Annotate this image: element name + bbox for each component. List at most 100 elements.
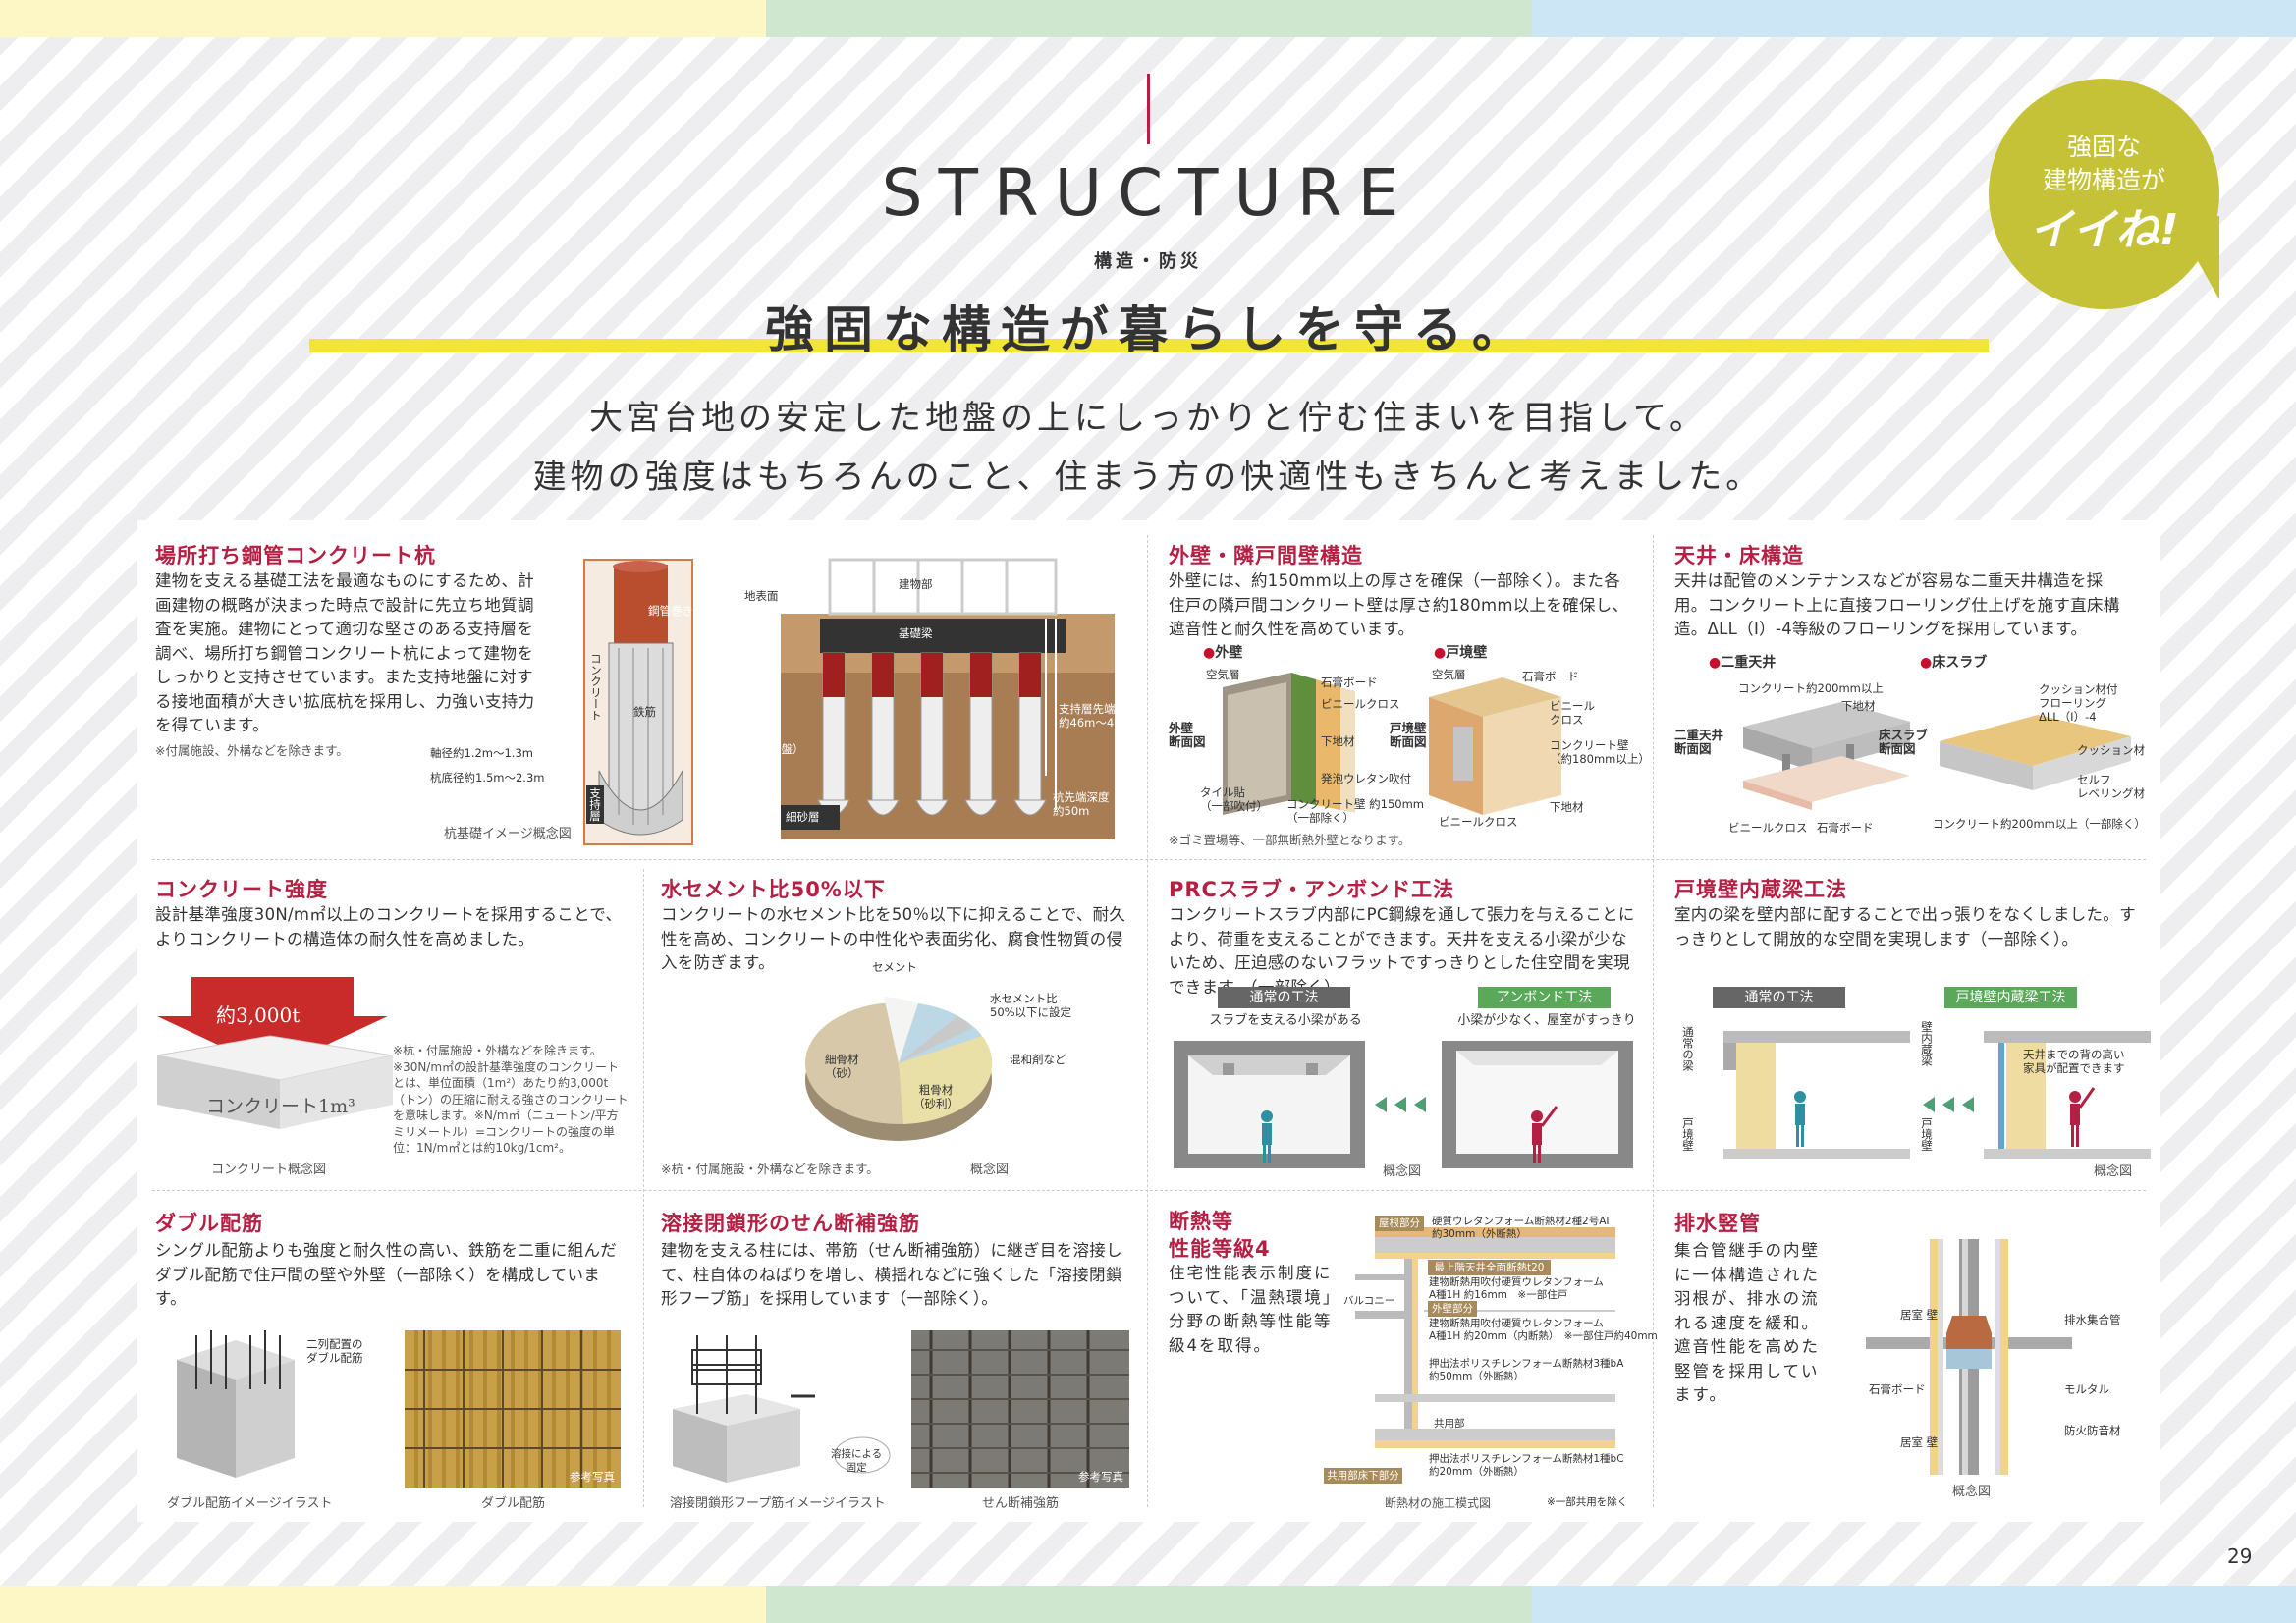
pile-diagram bbox=[583, 558, 1115, 845]
insul-title: 断熱等 性能等級4 bbox=[1169, 1210, 1271, 1261]
beam-diagram bbox=[1723, 1031, 2151, 1159]
ceiling-part-r3: セルフ レベリング材 bbox=[2077, 773, 2145, 800]
insul-body: 住宅性能表示制度について、「温熱環境」分野の断熱等性能等級4を取得。 bbox=[1169, 1264, 1334, 1355]
badge-line-2: 建物構造が bbox=[2042, 166, 2165, 194]
hoop-rebar-grid bbox=[911, 1330, 1129, 1488]
insul-balcony: バルコニー bbox=[1343, 1295, 1395, 1307]
ceiling-diagram bbox=[1743, 702, 2131, 810]
beam-caption: 概念図 bbox=[2094, 1164, 2133, 1179]
hoop-photo: 参考写真 bbox=[911, 1330, 1129, 1488]
wall-ext-label-text: 外壁 bbox=[1215, 645, 1243, 661]
bullet-icon: ● bbox=[1709, 655, 1722, 671]
divider-v-3 bbox=[1653, 535, 1654, 1507]
wall-ext-section: 外壁 断面図 bbox=[1169, 721, 1206, 749]
pile-label-building: 建物部 bbox=[899, 577, 933, 591]
wall-ext-part-3: ビニールクロス bbox=[1321, 697, 1400, 711]
top-bar-yellow bbox=[0, 0, 766, 37]
wall-party-part-4: コンクリート壁 （約180mm以上） bbox=[1550, 738, 1650, 766]
ceiling-floor-label: ●床スラブ bbox=[1920, 652, 1987, 672]
insul-text-3: 建物断熱用吹付硬質ウレタンフォーム A種1H 約20mm（内断熱） ※一部住戸約… bbox=[1429, 1318, 1658, 1342]
drain-title: 排水竪管 bbox=[1674, 1212, 1761, 1235]
page-number: 29 bbox=[2227, 1544, 2253, 1568]
drain-label-3: 石膏ボード bbox=[1869, 1382, 1926, 1396]
concrete-body: 設計基準強度30N/m㎡以上のコンクリートを採用することで、よりコンクリートの構… bbox=[155, 905, 623, 948]
insul-note: ※一部共用を除く bbox=[1547, 1496, 1628, 1508]
wall-party-part-6: ビニールクロス bbox=[1439, 815, 1518, 829]
wall-diagram bbox=[1223, 673, 1561, 815]
ceiling-double-section: 二重天井 断面図 bbox=[1674, 728, 1724, 756]
wall-body: 外壁には、約150mm以上の厚さを確保（一部除く）。また各住戸の隣戸間コンクリー… bbox=[1169, 571, 1629, 638]
ceiling-body: 天井は配管のメンテナンスなどが容易な二重天井構造を採用。コンクリート上に直接フロ… bbox=[1674, 571, 2120, 638]
wall-ext-part-6: タイル貼 （一部吹付） bbox=[1200, 785, 1268, 813]
pile-label-concrete: コンクリート bbox=[589, 653, 603, 721]
wall-note: ※ゴミ置場等、一部無断熱外壁となります。 bbox=[1169, 833, 1411, 847]
ceiling-part-r1: クッション材付 フローリング ΔLL（Ⅰ）-4 bbox=[2039, 682, 2118, 724]
hoop-body: 建物を支える柱には、帯筋（せん断補強筋）に継ぎ目を溶接して、柱自体のねばりを増し… bbox=[661, 1241, 1122, 1308]
insul-text-2: 建物断熱用吹付硬質ウレタンフォーム A種1H 約16mm ※一部住戸 bbox=[1429, 1276, 1604, 1301]
wall-party-label: ●戸境壁 bbox=[1434, 642, 1487, 662]
prc-title: PRCスラブ・アンボンド工法 bbox=[1169, 878, 1455, 901]
cement-label-coarse: 粗骨材 （砂利） bbox=[913, 1083, 958, 1110]
drain-caption: 概念図 bbox=[1952, 1485, 1992, 1499]
wall-party-part-1: 空気層 bbox=[1432, 668, 1466, 681]
pile-label-base: 杭底径約1.5m〜2.3m bbox=[430, 771, 545, 784]
cement-body: コンクリートの水セメント比を50％以下に抑えることで、耐久性を高め、コンクリート… bbox=[661, 905, 1126, 972]
wall-party-part-5: 下地材 bbox=[1550, 800, 1584, 814]
insul-diagram bbox=[1355, 1227, 1615, 1448]
divider-h-2 bbox=[152, 1190, 2146, 1191]
insul-tag-wall: 外壁部分 bbox=[1428, 1301, 1477, 1317]
hoop-illustration bbox=[673, 1335, 891, 1483]
pile-label-steel: 鋼管巻き bbox=[648, 604, 693, 618]
prc-tag-normal: 通常の工法 bbox=[1218, 987, 1350, 1008]
pile-title: 場所打ち鋼管コンクリート杭 bbox=[155, 544, 436, 568]
insul-text-5: 押出法ポリスチレンフォーム断熱材1種bC 約20mm（外断熱） bbox=[1429, 1453, 1624, 1478]
headline-underline bbox=[309, 339, 1989, 352]
double-caption-2: ダブル配筋 bbox=[481, 1496, 546, 1511]
pile-label-depth2: 杭先端深度 約50m bbox=[1053, 790, 1110, 818]
beam-label-partition2: 戸境壁 bbox=[1920, 1117, 1934, 1152]
title-rule bbox=[1147, 74, 1150, 144]
top-bar-green bbox=[766, 0, 1532, 37]
double-label: 二列配置の ダブル配筋 bbox=[306, 1337, 363, 1365]
double-photo-note: 参考写真 bbox=[570, 1470, 615, 1484]
pile-label-shaft: 軸径約1.2m〜1.3m bbox=[430, 746, 533, 760]
hoop-caption-2: せん断補強筋 bbox=[982, 1496, 1060, 1511]
pile-note: ※付属施設、外構などを除きます。 bbox=[155, 743, 349, 758]
wall-party-section: 戸境壁 断面図 bbox=[1390, 721, 1427, 749]
ceiling-double-label-text: 二重天井 bbox=[1721, 655, 1777, 671]
insul-tag-floor: 共用部床下部分 bbox=[1324, 1468, 1402, 1484]
pile-label-layer: 支持層 （強固な地盤） bbox=[725, 729, 804, 756]
prc-unbond-sub: 小梁が少なく、屋室がすっきり bbox=[1457, 1013, 1636, 1028]
wall-ext-part-2: 石膏ボード bbox=[1321, 676, 1378, 689]
prc-tag-unbond: アンボンド工法 bbox=[1478, 987, 1611, 1008]
pile-label-depth1: 支持層先端 約46m〜48m bbox=[1059, 702, 1132, 730]
concrete-note: ※杭・付属施設・外構などを除きます。※30N/m㎡の設計基準強度のコンクリートと… bbox=[393, 1044, 629, 1155]
concrete-arrow-label: 約3,000t bbox=[216, 1003, 301, 1027]
cement-pie-chart bbox=[805, 997, 993, 1141]
concrete-diagram bbox=[156, 977, 394, 1129]
prc-body: コンクリートスラブ内部にPC鋼線を通して張力を与えることにより、荷重を支えること… bbox=[1169, 905, 1635, 997]
prc-caption: 概念図 bbox=[1383, 1164, 1422, 1179]
double-title: ダブル配筋 bbox=[155, 1212, 263, 1235]
insul-common: 共用部 bbox=[1434, 1418, 1465, 1430]
wall-ext-label: ●外壁 bbox=[1203, 642, 1242, 662]
beam-title: 戸境壁内蔵梁工法 bbox=[1674, 878, 1847, 901]
beam-tag-normal: 通常の工法 bbox=[1713, 987, 1845, 1008]
insul-tag-top: 最上階天井全面断熱t20 bbox=[1428, 1260, 1551, 1275]
lead-line-2: 建物の強度はもちろんのこと、住まう方の快適性もきちんと考えました。 bbox=[532, 458, 1764, 497]
pile-label-support: 支持層 bbox=[586, 785, 604, 824]
bottom-bar-blue bbox=[1532, 1586, 2296, 1623]
double-illustration bbox=[177, 1330, 295, 1478]
ceiling-floor-section: 床スラブ 断面図 bbox=[1879, 728, 1929, 756]
ceiling-floor-label-text: 床スラブ bbox=[1932, 655, 1988, 671]
insul-text-4: 押出法ポリスチレンフォーム断熱材3種bA 約50mm（外断熱） bbox=[1429, 1358, 1624, 1382]
bullet-icon: ● bbox=[1434, 645, 1447, 661]
hoop-caption-1: 溶接閉鎖形フープ筋イメージイラスト bbox=[670, 1496, 886, 1511]
double-body: シングル配筋よりも強度と耐久性の高い、鉄筋を二重に組んだダブル配筋で住戸間の壁や… bbox=[155, 1241, 618, 1308]
drain-label-1: 居室 壁 bbox=[1900, 1308, 1939, 1322]
pile-label-rebar: 鉄筋 bbox=[633, 705, 656, 719]
cement-label-admix: 混和剤など bbox=[1010, 1053, 1066, 1066]
cement-label-fine: 細骨材 （砂） bbox=[825, 1053, 859, 1080]
beam-body: 室内の梁を壁内部に配することで出っ張りをなくしました。すっきりとして開放的な空間… bbox=[1674, 905, 2136, 948]
prc-normal-sub: スラブを支える小梁がある bbox=[1209, 1013, 1362, 1028]
